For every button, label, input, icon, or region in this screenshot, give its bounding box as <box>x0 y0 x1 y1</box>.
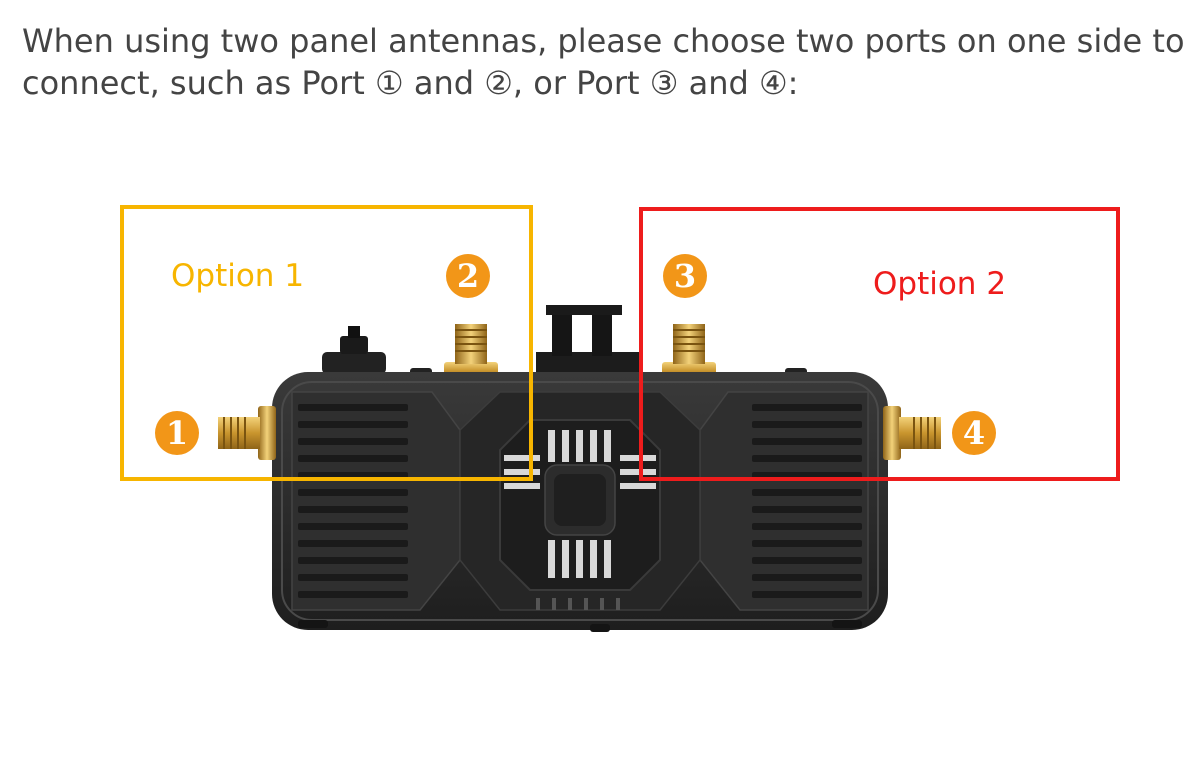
option-1-label: Option 1 <box>171 258 305 294</box>
fan-slots <box>504 430 656 578</box>
connector-port-1 <box>218 406 276 460</box>
port-3-badge: 3 <box>663 254 707 298</box>
connector-port-4 <box>883 406 941 460</box>
option-2-label: Option 2 <box>873 266 1007 302</box>
bottom-marks <box>536 598 620 610</box>
port-1-badge: 1 <box>155 411 199 455</box>
port-4-badge: 4 <box>952 411 996 455</box>
instruction-line-1: When using two panel antennas, please ch… <box>22 22 1185 60</box>
vent-grille-right <box>752 404 862 598</box>
option-2-box <box>639 207 1120 481</box>
option-1-box <box>120 205 533 481</box>
device-top-parts <box>322 305 807 378</box>
instruction-text: When using two panel antennas, please ch… <box>22 20 1185 104</box>
connector-port-3 <box>662 324 716 380</box>
instruction-line-2: connect, such as Port ① and ②, or Port ③… <box>22 64 799 102</box>
connector-port-2 <box>444 324 498 380</box>
port-2-badge: 2 <box>446 254 490 298</box>
